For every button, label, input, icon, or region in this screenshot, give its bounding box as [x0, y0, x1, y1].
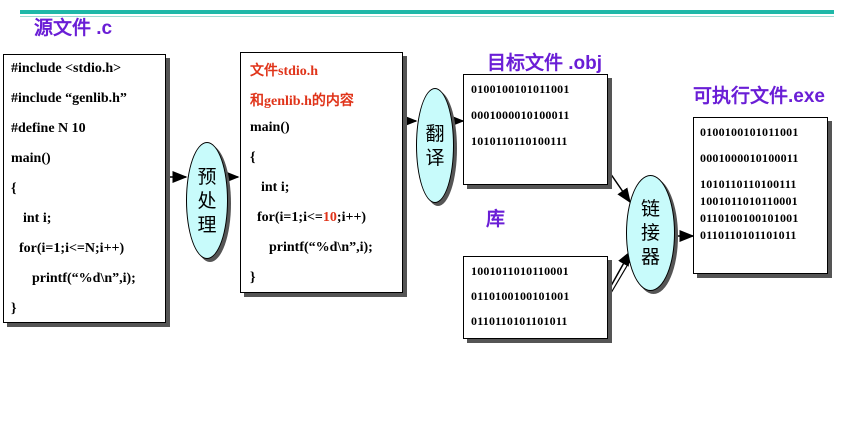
binary-line: 1001011010110001 — [700, 194, 798, 208]
binary-line: 0100100101011001 — [700, 125, 799, 139]
step-char: 预 — [197, 165, 217, 188]
code-line: #include <stdio.h> — [11, 61, 122, 76]
arrow-library-to-linker — [606, 250, 631, 294]
code-line: { — [250, 150, 256, 165]
library-heading: 库 — [486, 209, 506, 230]
note-filename: genlib.h — [264, 94, 312, 109]
source-file-heading: 源文件 .c — [34, 18, 113, 39]
source-code-panel: #include <stdio.h> #include “genlib.h” #… — [3, 54, 166, 323]
expanded-note-line-1: 文件stdio.h — [250, 64, 319, 79]
binary-line: 0110110101101011 — [700, 228, 797, 242]
step-char: 处 — [197, 189, 217, 212]
note-suffix: 的内容 — [311, 94, 354, 109]
top-accent-line — [20, 16, 834, 17]
step-char: 接 — [640, 222, 660, 244]
binary-line: 1001011010110001 — [471, 264, 569, 278]
top-accent-bar — [20, 10, 834, 14]
code-line: } — [11, 301, 17, 316]
step-char: 译 — [425, 146, 445, 169]
object-code-panel: 0100100101011001 0001000010100011 101011… — [463, 74, 608, 185]
object-file-heading: 目标文件 .obj — [487, 53, 603, 74]
executable-code-panel: 0100100101011001 0001000010100011 101011… — [693, 117, 828, 274]
linker-step: 链 接 器 — [626, 175, 675, 291]
code-line: #define N 10 — [11, 121, 86, 136]
executable-file-heading: 可执行文件.exe — [693, 86, 825, 107]
code-line: } — [250, 270, 256, 285]
arrow-object-to-linker — [607, 169, 631, 204]
code-line: main() — [11, 151, 51, 166]
expanded-code-panel: 文件stdio.h 和genlib.h的内容 main() { int i; f… — [240, 52, 403, 293]
for-prefix: for(i=1;i<= — [257, 210, 323, 225]
compile-step: 翻 译 — [416, 88, 454, 203]
for-suffix: ;i++) — [336, 210, 367, 225]
binary-line: 0001000010100011 — [700, 151, 799, 165]
step-char: 理 — [197, 213, 217, 236]
code-line: int i; — [23, 211, 52, 226]
code-line: for(i=1;i<=N;i++) — [19, 241, 125, 256]
for-limit-value: 10 — [322, 210, 337, 225]
binary-line: 0110100100101001 — [471, 289, 570, 303]
preprocess-step: 预 处 理 — [186, 142, 228, 259]
code-line: #include “genlib.h” — [11, 91, 127, 106]
code-line: { — [11, 181, 17, 196]
code-line: main() — [250, 120, 290, 135]
binary-line: 0110110101101011 — [471, 314, 568, 328]
binary-line: 0110100100101001 — [700, 211, 799, 225]
step-char: 翻 — [425, 122, 445, 145]
expanded-note-line-2: 和genlib.h的内容 — [250, 90, 354, 110]
step-char: 链 — [640, 198, 660, 220]
binary-line: 0100100101011001 — [471, 82, 570, 96]
code-line: printf(“%d\n”,i); — [269, 240, 373, 255]
for-loop-line: for(i=1;i<=10;i++) — [257, 210, 366, 226]
note-prefix: 和 — [250, 94, 264, 109]
binary-line: 1010110110100111 — [700, 177, 797, 191]
library-code-panel: 1001011010110001 0110100100101001 011011… — [463, 256, 608, 339]
binary-line: 1010110110100111 — [471, 134, 568, 148]
binary-line: 0001000010100011 — [471, 108, 570, 122]
code-line: printf(“%d\n”,i); — [32, 271, 136, 286]
code-line: int i; — [261, 180, 290, 195]
step-char: 器 — [640, 246, 660, 268]
